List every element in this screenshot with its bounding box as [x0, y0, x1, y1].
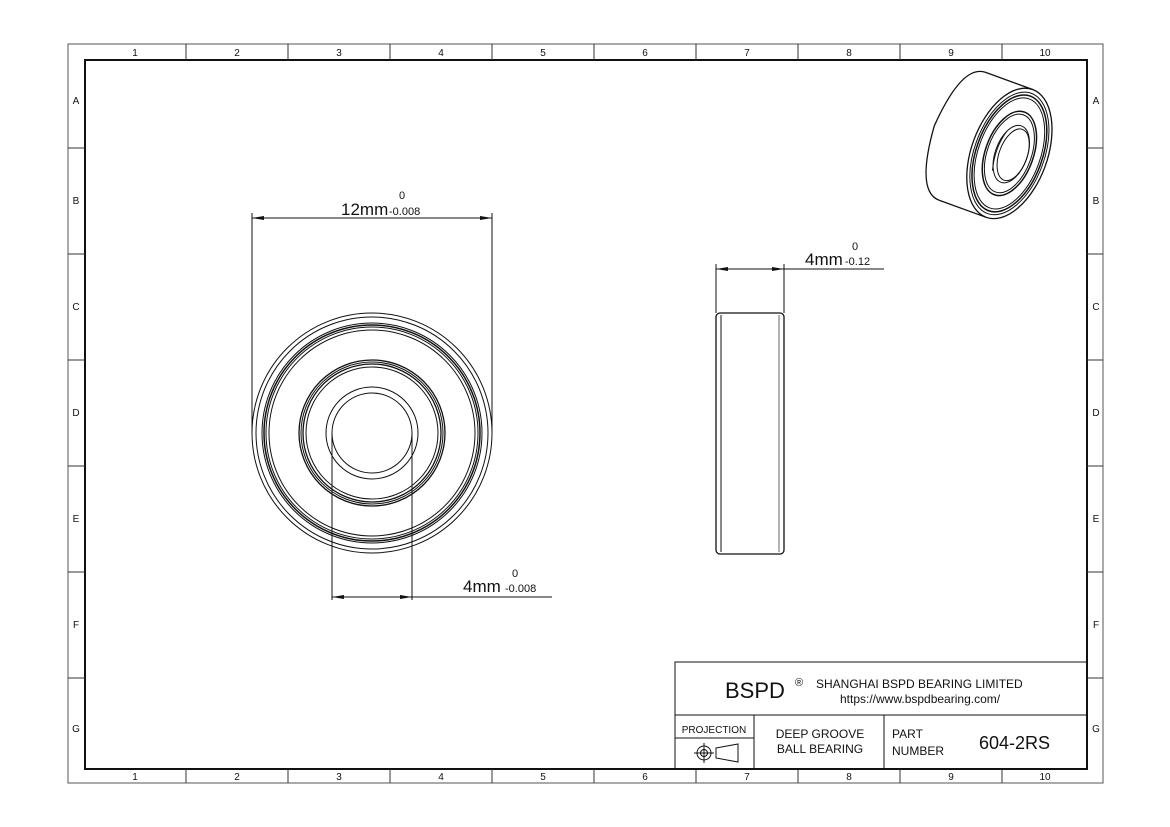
width-value: 4mm — [805, 250, 843, 269]
inner-frame — [84, 59, 1088, 770]
outer-diameter-upper-tol: 0 — [399, 190, 405, 202]
zone-row-dividers — [68, 147, 1103, 679]
svg-text:5: 5 — [540, 772, 546, 783]
svg-text:G: G — [72, 724, 80, 735]
company-website: https://www.bspdbearing.com/ — [840, 692, 1001, 706]
svg-text:3: 3 — [336, 772, 342, 783]
part-label-line2: NUMBER — [892, 744, 944, 758]
description-line1: DEEP GROOVE — [776, 727, 864, 741]
svg-text:1: 1 — [132, 48, 138, 59]
svg-text:4: 4 — [438, 772, 444, 783]
svg-text:6: 6 — [642, 48, 648, 59]
svg-text:8: 8 — [846, 48, 852, 59]
outer-frame — [67, 43, 1104, 784]
svg-text:D: D — [1092, 408, 1099, 419]
part-number: 604-2RS — [979, 733, 1050, 753]
svg-text:F: F — [73, 620, 79, 631]
svg-text:1: 1 — [132, 772, 138, 783]
svg-text:2: 2 — [234, 772, 240, 783]
bore-dimension — [331, 433, 552, 600]
svg-text:2: 2 — [234, 48, 240, 59]
svg-text:C: C — [1092, 302, 1099, 313]
svg-text:B: B — [1093, 196, 1100, 207]
bearing-side-view — [715, 312, 785, 555]
svg-text:10: 10 — [1039, 48, 1051, 59]
svg-text:4: 4 — [438, 48, 444, 59]
svg-text:9: 9 — [948, 48, 954, 59]
bore-lower-tol: -0.008 — [505, 583, 536, 595]
outer-diameter-dimension — [251, 213, 493, 433]
svg-text:E: E — [1093, 514, 1100, 525]
outer-diameter-value: 12mm — [341, 200, 388, 219]
svg-text:C: C — [72, 302, 79, 313]
column-labels-bottom: 1 2 3 4 5 6 7 8 9 10 — [132, 772, 1051, 783]
projection-label: PROJECTION — [682, 725, 746, 736]
description-line2: BALL BEARING — [777, 742, 863, 756]
bearing-front-view — [251, 312, 493, 554]
svg-text:8: 8 — [846, 772, 852, 783]
brand-logo: BSPD — [725, 678, 785, 703]
first-angle-projection-icon — [694, 743, 739, 763]
column-labels-top: 1 2 3 4 5 6 7 8 9 10 — [132, 48, 1051, 59]
row-labels-left: A B C D E F G — [72, 96, 80, 735]
svg-text:E: E — [73, 514, 80, 525]
svg-text:D: D — [72, 408, 79, 419]
svg-text:F: F — [1093, 620, 1099, 631]
svg-text:9: 9 — [948, 772, 954, 783]
svg-text:3: 3 — [336, 48, 342, 59]
svg-text:A: A — [1093, 96, 1100, 107]
row-labels-right: A B C D E F G — [1092, 96, 1100, 735]
svg-text:A: A — [73, 96, 80, 107]
width-dimension — [715, 264, 884, 313]
title-block-frame — [674, 661, 1088, 770]
width-lower-tol: -0.12 — [845, 256, 870, 268]
svg-text:7: 7 — [744, 772, 750, 783]
registered-mark: ® — [795, 677, 803, 689]
bearing-isometric-view — [925, 70, 1053, 220]
svg-text:6: 6 — [642, 772, 648, 783]
svg-text:B: B — [73, 196, 80, 207]
width-upper-tol: 0 — [852, 241, 858, 253]
svg-text:10: 10 — [1039, 772, 1051, 783]
outer-diameter-lower-tol: -0.008 — [389, 206, 420, 218]
bore-value: 4mm — [463, 577, 501, 596]
zone-column-dividers — [185, 44, 1003, 783]
svg-text:7: 7 — [744, 48, 750, 59]
svg-text:G: G — [1092, 724, 1100, 735]
bore-upper-tol: 0 — [512, 568, 518, 580]
part-label-line1: PART — [892, 727, 924, 741]
svg-text:5: 5 — [540, 48, 546, 59]
company-name: SHANGHAI BSPD BEARING LIMITED — [816, 677, 1023, 691]
